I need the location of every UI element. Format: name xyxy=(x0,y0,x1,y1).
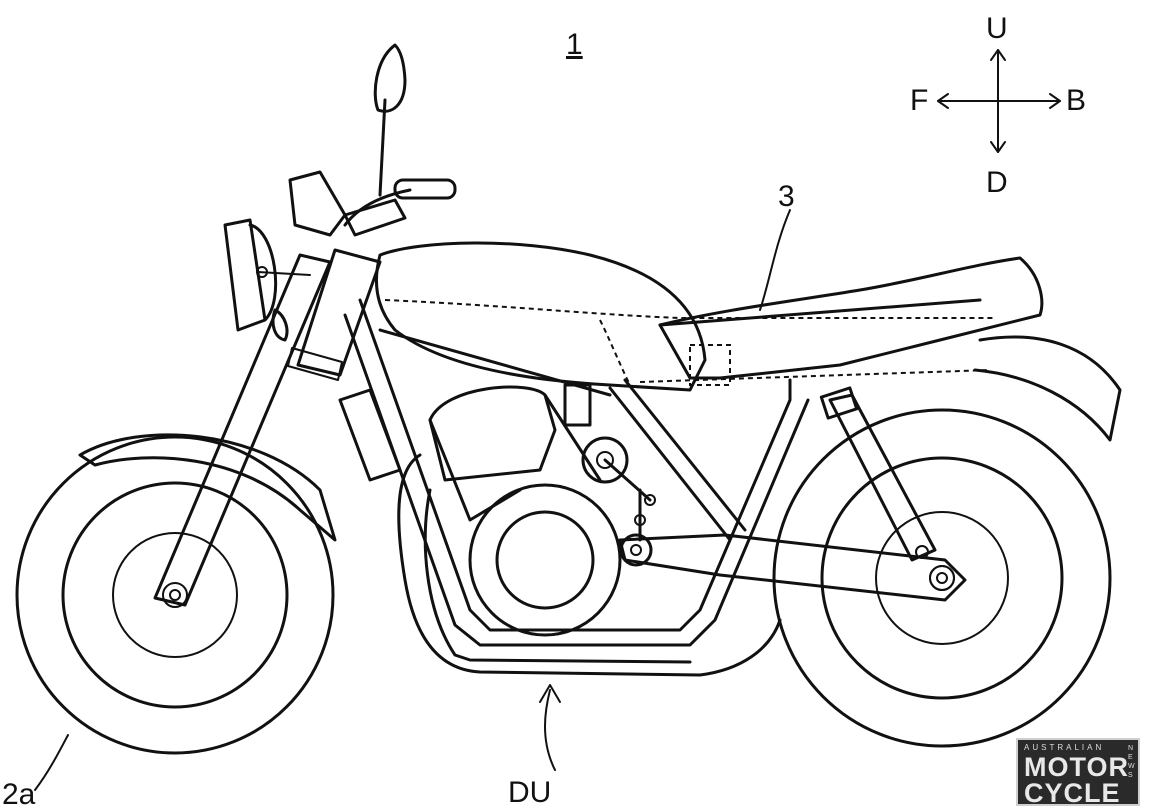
motor xyxy=(428,385,622,637)
linkage xyxy=(563,383,656,542)
fuel-tank xyxy=(375,241,707,392)
front-wheel xyxy=(15,435,335,755)
direction-back-label: B xyxy=(1066,84,1087,117)
watermark-line-2: MOTOR xyxy=(1024,752,1129,782)
handlebar xyxy=(343,43,457,237)
watermark-logo: AUSTRALIAN MOTOR CYCLE NEWS xyxy=(1016,738,1140,808)
front-fork xyxy=(153,248,382,607)
swing-arm xyxy=(618,533,967,602)
frame xyxy=(343,298,810,647)
side-cover xyxy=(338,388,402,482)
instrument-cluster xyxy=(288,170,347,237)
drive-unit xyxy=(397,453,782,677)
seat xyxy=(658,256,1044,380)
rear-shock xyxy=(819,386,937,562)
watermark-line-4: NEWS xyxy=(1128,745,1135,779)
seat-label: 3 xyxy=(778,180,795,213)
figure-number: 1 xyxy=(566,28,583,61)
headlight xyxy=(223,218,311,342)
drive-unit-label: DU xyxy=(508,776,552,809)
leader-lines xyxy=(34,209,1066,791)
direction-down-label: D xyxy=(986,166,1008,199)
watermark-line-3: CYCLE xyxy=(1024,778,1121,808)
front-fender xyxy=(78,433,337,542)
direction-cross-icon xyxy=(937,49,1061,153)
direction-front-label: F xyxy=(910,84,929,117)
rear-fender xyxy=(973,335,1122,442)
front-wheel-label: 2a xyxy=(2,778,36,811)
rear-wheel xyxy=(772,408,1112,748)
direction-up-label: U xyxy=(986,12,1008,45)
watermark-line-1: AUSTRALIAN xyxy=(1024,743,1105,752)
